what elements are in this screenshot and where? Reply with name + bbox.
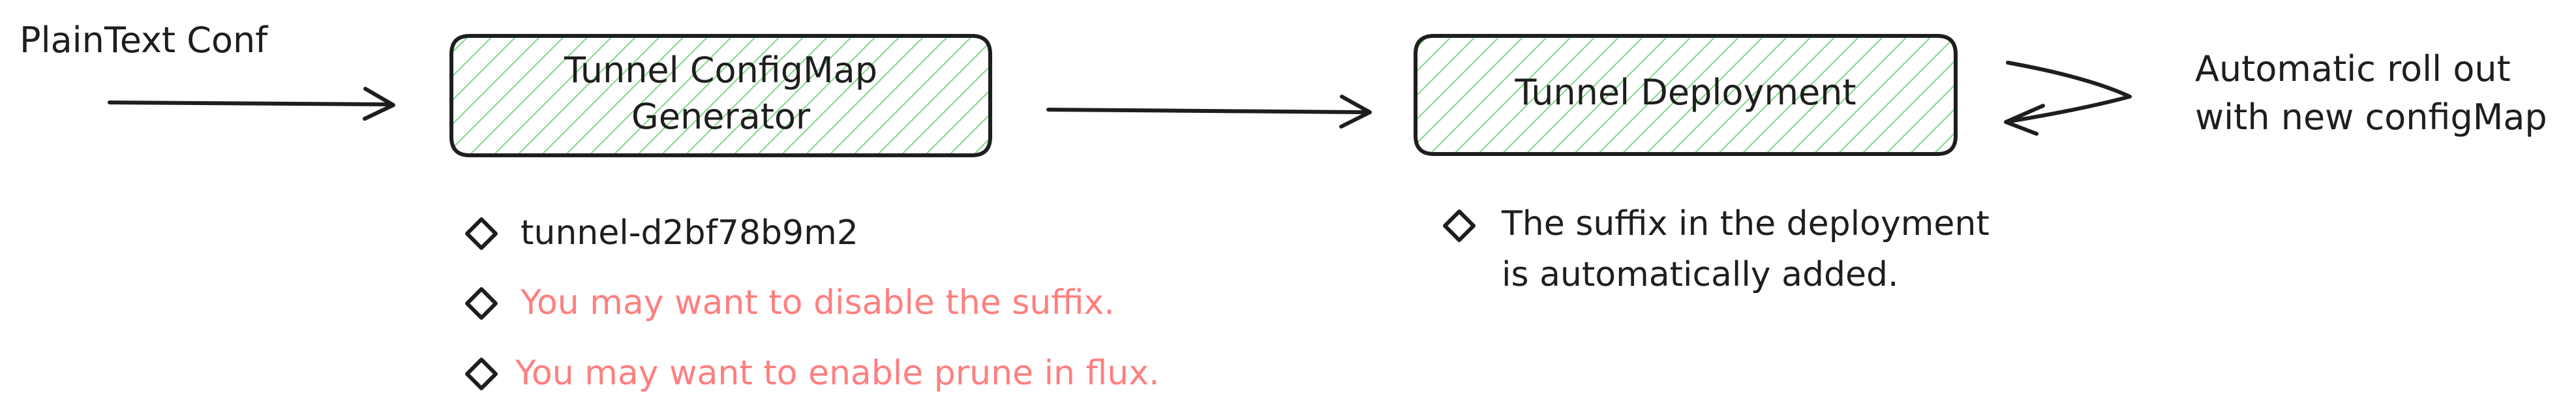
diamond-icon <box>1443 209 1476 242</box>
deployment-note-line2: is automatically added. <box>1502 255 1899 294</box>
diamond-icon <box>465 358 498 390</box>
generator-box-label-line1: Tunnel ConfigMap <box>564 50 877 91</box>
deployment-notes: The suffix in the deployment is automati… <box>1443 204 1990 294</box>
generator-box-label-line2: Generator <box>631 96 811 137</box>
diamond-icon <box>465 287 498 320</box>
generator-box[interactable]: Tunnel ConfigMap Generator <box>449 34 992 157</box>
rollout-note-line2: with new configMap <box>2195 97 2547 138</box>
deployment-note-line1: The suffix in the deployment <box>1501 204 1990 243</box>
diamond-icon <box>465 217 498 250</box>
list-item: You may want to enable prune in flux. <box>465 354 1160 393</box>
list-item: tunnel-d2bf78b9m2 <box>465 213 858 253</box>
generator-notes: tunnel-d2bf78b9m2 You may want to disabl… <box>465 213 1160 393</box>
list-item: The suffix in the deployment is automati… <box>1443 204 1990 294</box>
generator-note-warning: You may want to enable prune in flux. <box>515 354 1160 393</box>
list-item: You may want to disable the suffix. <box>465 283 1115 322</box>
arrow-generator-to-deployment <box>1046 95 1372 129</box>
generator-note-warning: You may want to disable the suffix. <box>520 283 1115 322</box>
deployment-box-label: Tunnel Deployment <box>1514 72 1856 113</box>
input-label: PlainText Conf <box>20 20 269 61</box>
rollout-cycle-arrow-icon <box>2004 61 2132 136</box>
rollout-note-line1: Automatic roll out <box>2195 48 2511 89</box>
deployment-box[interactable]: Tunnel Deployment <box>1414 34 1958 156</box>
arrow-input-to-generator <box>108 87 395 121</box>
generator-note-text: tunnel-d2bf78b9m2 <box>521 213 858 253</box>
